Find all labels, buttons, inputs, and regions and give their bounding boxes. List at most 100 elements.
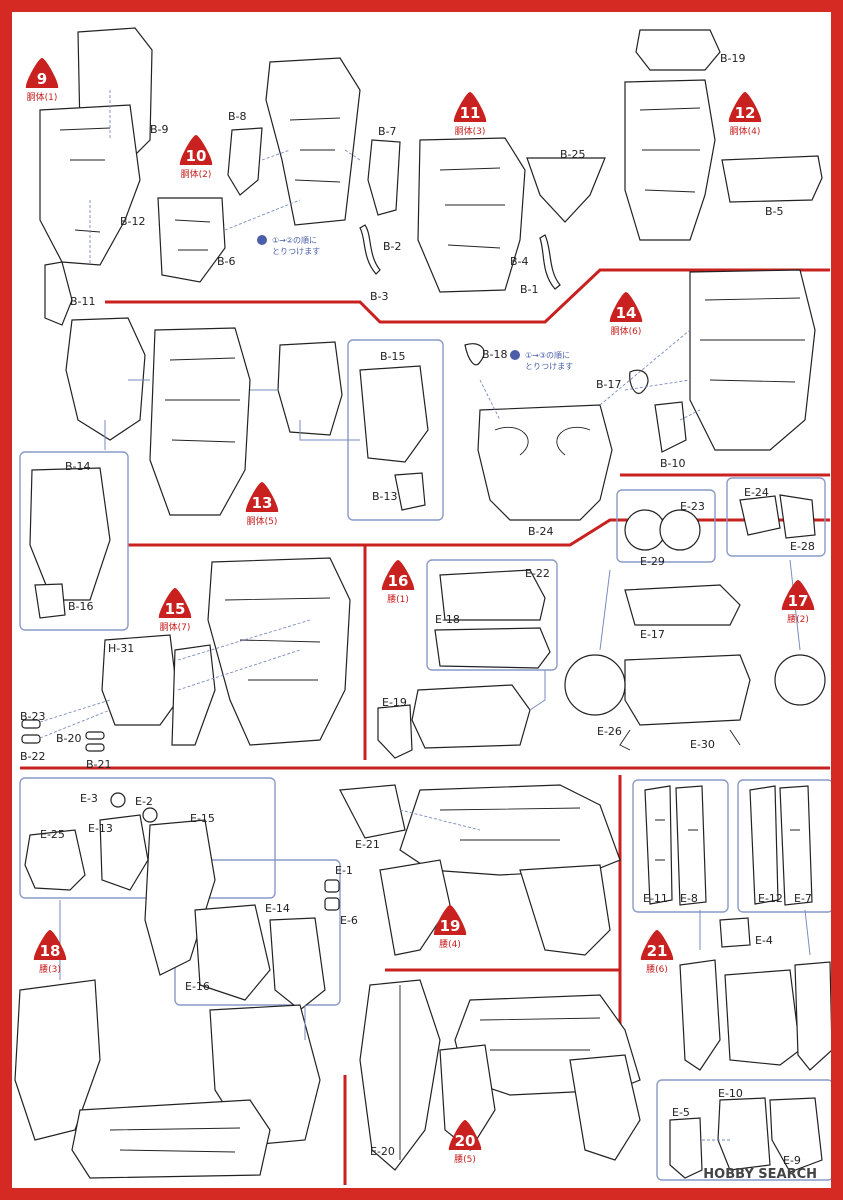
part-label-e-22: E-22 (525, 567, 550, 580)
part-label-b-12: B-12 (120, 215, 146, 228)
step-21-parts (644, 785, 831, 1179)
step-number: 14 (616, 304, 637, 322)
part-label-e-13: E-13 (88, 822, 113, 835)
part-label-e-24: E-24 (744, 486, 769, 499)
step-badge (640, 930, 674, 960)
step-number: 16 (388, 572, 409, 590)
step-title: 胴体(5) (247, 515, 278, 527)
step-19-parts (339, 784, 621, 956)
part-label-e-29: E-29 (640, 555, 665, 568)
part-label-e-12: E-12 (758, 892, 783, 905)
step-19-marker: 19 腰(4) (433, 905, 467, 950)
part-label-b-2: B-2 (383, 240, 402, 253)
part-label-e-8: E-8 (680, 892, 698, 905)
part-label-e-23: E-23 (680, 500, 705, 513)
step-title: 胴体(2) (181, 168, 212, 180)
part-label-e-21: E-21 (355, 838, 380, 851)
step-badge (33, 930, 67, 960)
part-label-e-3: E-3 (80, 792, 98, 805)
note-step-14: ①→③の順に とりつけます (510, 350, 573, 371)
step-title: 腰(2) (787, 614, 809, 625)
step-number: 17 (788, 592, 809, 610)
step-badge (245, 482, 279, 512)
part-label-e-19: E-19 (382, 696, 407, 709)
step-number: 12 (735, 104, 756, 122)
step-14-marker: 14 胴体(6) (609, 292, 643, 337)
step-badge (25, 58, 59, 88)
step-badge (179, 135, 213, 165)
step-11-parts (359, 137, 606, 293)
note-step-14-line-2: とりつけます (525, 362, 573, 371)
step-9-marker: 9 胴体(1) (25, 58, 59, 103)
part-label-h-31: H-31 (108, 642, 134, 655)
step-title: 胴体(6) (611, 325, 642, 337)
part-label-b-20: B-20 (56, 732, 82, 745)
step-badge (728, 92, 762, 122)
step-17-marker: 17 腰(2) (781, 580, 815, 625)
step-number: 15 (165, 600, 186, 618)
part-label-e-7: E-7 (794, 892, 812, 905)
part-label-b-17: B-17 (596, 378, 622, 391)
step-number: 20 (455, 1132, 476, 1150)
part-labels: B-9 B-12 B-11 B-8 B-6 B-7 B-2 B-3 B-4 B-… (20, 52, 815, 1167)
step-18-marker: 18腰(3) (33, 930, 67, 975)
step-16-parts (377, 569, 551, 759)
part-label-e-4: E-4 (755, 934, 773, 947)
step-number: 9 (37, 70, 47, 88)
part-label-b-19: B-19 (720, 52, 746, 65)
note-step-10: ①→②の順に とりつけます (257, 235, 320, 256)
part-label-b-25: B-25 (560, 148, 586, 161)
section-dividers (20, 268, 830, 1185)
step-18-parts (14, 792, 340, 1179)
step-10-parts (157, 57, 401, 283)
step-badge (448, 1120, 482, 1150)
step-number: 19 (440, 917, 461, 935)
part-label-b-9: B-9 (150, 123, 169, 136)
part-label-b-4: B-4 (510, 255, 529, 268)
part-label-e-16: E-16 (185, 980, 210, 993)
part-label-b-18: B-18 (482, 348, 508, 361)
step-number: 11 (460, 104, 481, 122)
step-title: 腰(5) (454, 1154, 476, 1165)
step-number: 18 (40, 942, 61, 960)
step-20-parts (359, 979, 641, 1171)
step-number: 13 (252, 494, 273, 512)
note-step-10-line-1: ①→②の順に (272, 236, 317, 245)
part-label-b-7: B-7 (378, 125, 397, 138)
note-step-14-line-1: ①→③の順に (525, 351, 570, 360)
part-label-e-5: E-5 (672, 1106, 690, 1119)
step-title: 胴体(1) (27, 91, 58, 103)
part-label-e-26: E-26 (597, 725, 622, 738)
part-label-b-14: B-14 (65, 460, 91, 473)
part-label-e-6: E-6 (340, 914, 358, 927)
part-label-e-30: E-30 (690, 738, 715, 751)
step-12-parts (624, 29, 823, 241)
step-9-parts (39, 27, 153, 326)
part-label-b-6: B-6 (217, 255, 236, 268)
part-label-b-11: B-11 (70, 295, 96, 308)
part-label-b-1: B-1 (520, 283, 539, 296)
step-20-marker: 20 腰(5) (448, 1120, 482, 1165)
step-title: 腰(4) (439, 939, 461, 950)
part-label-e-10: E-10 (718, 1087, 743, 1100)
step-16-marker: 16 腰(1) (381, 560, 415, 605)
part-label-b-5: B-5 (765, 205, 784, 218)
step-badge (433, 905, 467, 935)
step-number: 21 (647, 942, 668, 960)
part-label-b-8: B-8 (228, 110, 247, 123)
part-label-e-9: E-9 (783, 1154, 801, 1167)
note-step-10-line-2: とりつけます (272, 247, 320, 256)
part-label-e-15: E-15 (190, 812, 215, 825)
part-label-e-20: E-20 (370, 1145, 395, 1158)
part-label-e-11: E-11 (643, 892, 668, 905)
step-15-parts (21, 557, 351, 752)
watermark: HOBBY SEARCH (703, 1167, 817, 1182)
subassembly-boxes (19, 339, 831, 1181)
step-title: 腰(1) (387, 594, 409, 605)
part-label-b-23: B-23 (20, 710, 46, 723)
